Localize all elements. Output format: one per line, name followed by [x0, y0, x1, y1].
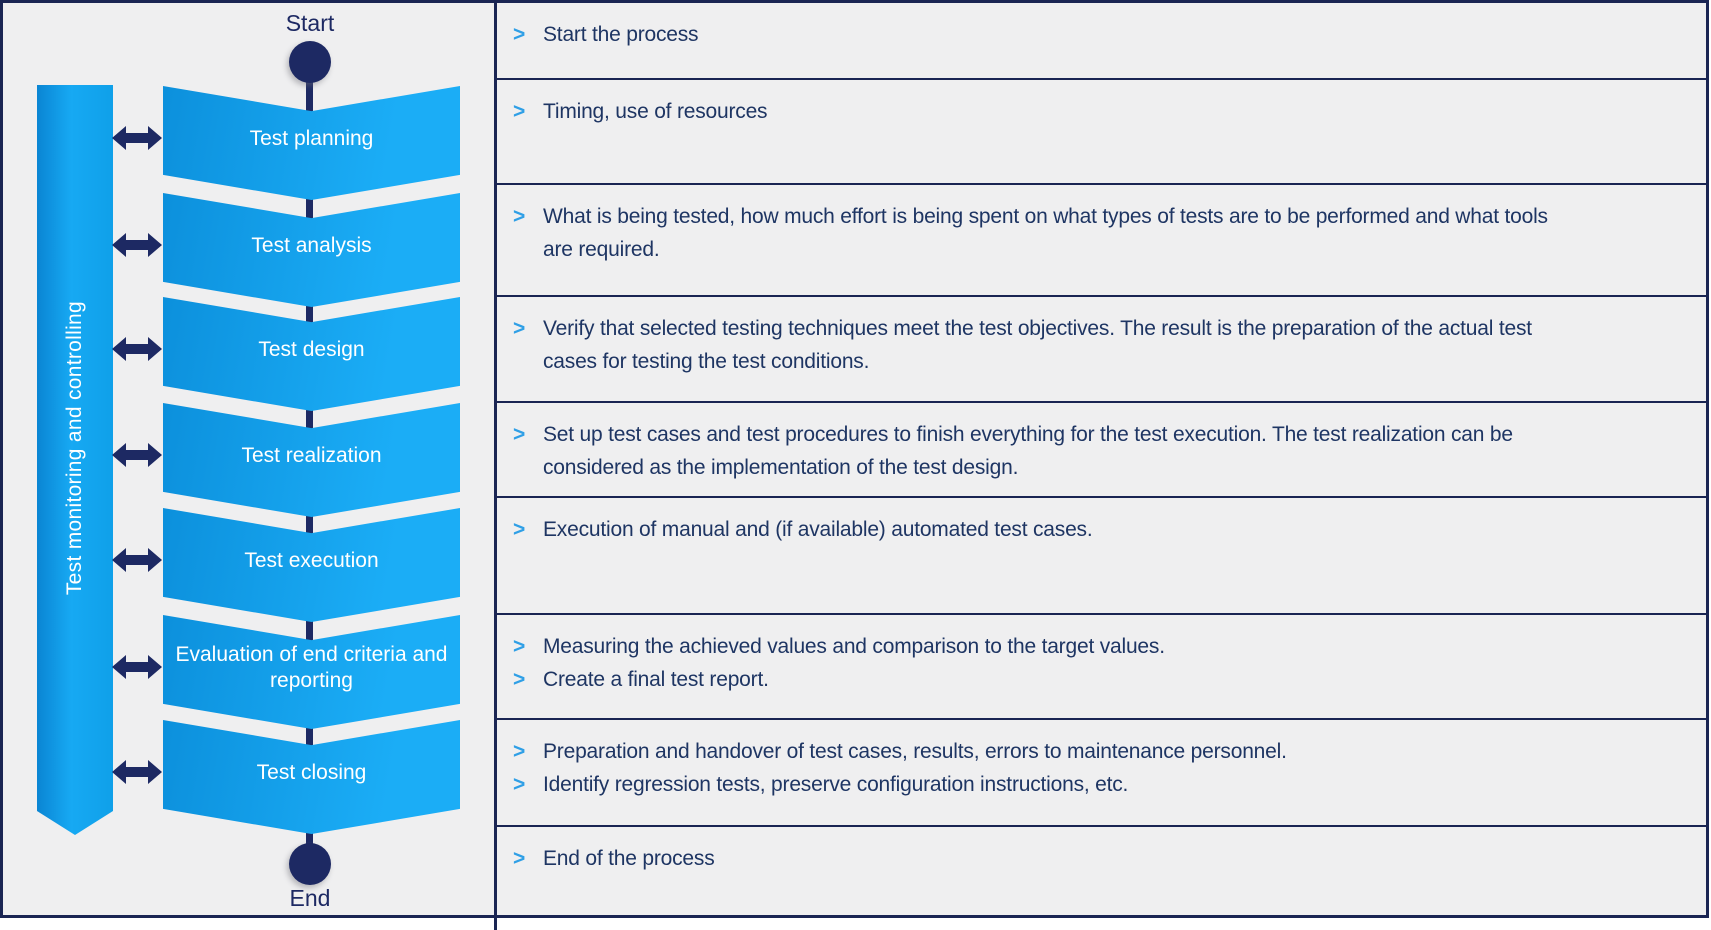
chevron-bullet-icon: > [513, 847, 526, 870]
step-test-analysis: Test analysis [163, 193, 460, 307]
table-row: > Execution of manual and (if available)… [497, 498, 1706, 615]
chevron-bullet-icon: > [513, 423, 526, 446]
chevron-bullet-icon: > [513, 773, 526, 796]
chevron-bullet-icon: > [513, 668, 526, 691]
end-node-circle [289, 843, 331, 885]
step-label: Test closing [256, 760, 367, 784]
step-label: Test planning [249, 126, 374, 150]
row-text: What is being tested, how much effort is… [543, 205, 1548, 261]
double-arrow-icon [112, 655, 162, 679]
bullet-line: > End of the process [513, 842, 1682, 875]
chevron-bullet-icon: > [513, 23, 526, 46]
bullet-line: > Execution of manual and (if available)… [513, 513, 1682, 546]
row-text: Set up test cases and test procedures to… [543, 423, 1513, 479]
panel-divider [494, 0, 497, 930]
step-test-realization: Test realization [163, 403, 460, 517]
end-label: End [289, 885, 331, 911]
bullet-line: > Preparation and handover of test cases… [513, 735, 1682, 768]
chevron-bullet-icon: > [513, 317, 526, 340]
row-text: Preparation and handover of test cases, … [543, 740, 1287, 763]
step-test-design: Test design [163, 297, 460, 411]
double-arrow-icon [112, 233, 162, 257]
step-label: Test design [258, 337, 365, 361]
step-label: Test analysis [251, 233, 372, 257]
step-label: Test execution [244, 548, 379, 572]
bullet-line: > Measuring the achieved values and comp… [513, 630, 1682, 663]
step-label: Evaluation of end criteria and reporting [175, 642, 448, 692]
row-text: End of the process [543, 847, 715, 870]
bullet-line: > Start the process [513, 18, 1682, 51]
row-text: Measuring the achieved values and compar… [543, 635, 1165, 658]
table-row: > Preparation and handover of test cases… [497, 720, 1706, 827]
chevron-bullet-icon: > [513, 740, 526, 763]
table-row: > Start the process [497, 3, 1706, 80]
bullet-line: > Verify that selected testing technique… [513, 312, 1682, 378]
bullet-line: > Create a final test report. [513, 663, 1682, 696]
row-text: Timing, use of resources [543, 100, 768, 123]
chevron-bullet-icon: > [513, 205, 526, 228]
bullet-line: > What is being tested, how much effort … [513, 200, 1682, 266]
bullet-line: > Timing, use of resources [513, 95, 1682, 128]
table-row: > Set up test cases and test procedures … [497, 403, 1706, 498]
step-label: Test realization [241, 443, 382, 467]
start-node-circle [289, 41, 331, 83]
double-arrow-icon [112, 126, 162, 150]
description-table: > Start the process > Timing, use of res… [497, 0, 1709, 918]
table-row: > Timing, use of resources [497, 80, 1706, 185]
table-row: > End of the process [497, 827, 1706, 915]
table-row: > What is being tested, how much effort … [497, 185, 1706, 297]
row-text: Create a final test report. [543, 668, 769, 691]
monitoring-bar-label: Test monitoring and controlling [63, 300, 86, 596]
row-text: Start the process [543, 23, 699, 46]
chevron-bullet-icon: > [513, 100, 526, 123]
bullet-line: > Identify regression tests, preserve co… [513, 768, 1682, 801]
double-arrow-icon [112, 760, 162, 784]
monitoring-bar: Test monitoring and controlling [37, 85, 113, 835]
double-arrow-icon [112, 548, 162, 572]
row-text: Execution of manual and (if available) a… [543, 518, 1093, 541]
chevron-bullet-icon: > [513, 635, 526, 658]
double-arrow-icon [112, 337, 162, 361]
double-arrow-icon [112, 443, 162, 467]
chevron-bullet-icon: > [513, 518, 526, 541]
table-row: > Measuring the achieved values and comp… [497, 615, 1706, 720]
bullet-line: > Set up test cases and test procedures … [513, 418, 1682, 484]
row-text: Verify that selected testing techniques … [543, 317, 1532, 373]
table-row: > Verify that selected testing technique… [497, 297, 1706, 403]
row-text: Identify regression tests, preserve conf… [543, 773, 1129, 796]
start-label: Start [285, 10, 335, 36]
